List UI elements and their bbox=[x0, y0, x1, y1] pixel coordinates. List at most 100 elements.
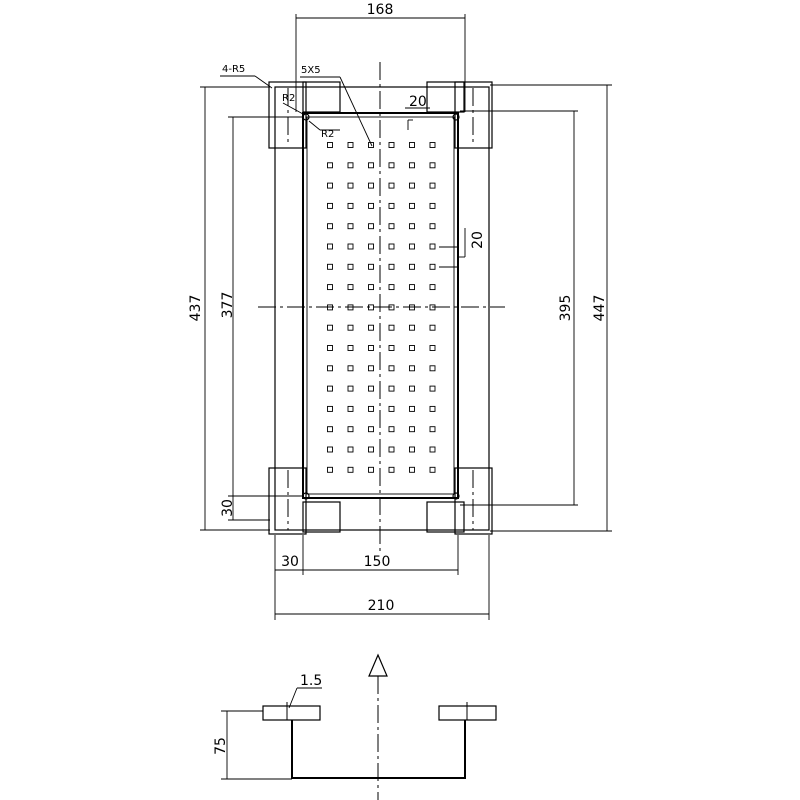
perforation-hole bbox=[327, 466, 333, 473]
perforation-hole bbox=[347, 182, 354, 189]
perforation-hole bbox=[368, 142, 374, 148]
perforation-hole bbox=[368, 324, 374, 331]
perforation-hole bbox=[388, 182, 395, 189]
dim-210-label: 210 bbox=[368, 598, 395, 614]
side-view: 1.5 75 bbox=[213, 653, 497, 800]
dim-5x5-label: 5X5 bbox=[301, 65, 321, 76]
perforation-hole bbox=[347, 345, 354, 351]
perforation-hole bbox=[409, 142, 415, 148]
perforation-hole bbox=[409, 243, 415, 250]
perforation-hole bbox=[409, 385, 415, 392]
perforation-hole bbox=[388, 365, 395, 372]
dim-377: 377 bbox=[220, 116, 302, 497]
dim-pitch-v-label: 20 bbox=[470, 231, 486, 249]
dim-r2-inner: R2 bbox=[308, 120, 340, 140]
perforation-hole bbox=[409, 426, 415, 433]
perforation-hole bbox=[409, 202, 415, 209]
dim-447: 447 bbox=[490, 84, 612, 532]
perforation-hole bbox=[327, 284, 333, 291]
perforation-hole bbox=[347, 223, 354, 230]
perforation-hole bbox=[429, 446, 436, 453]
perforation-hole bbox=[327, 446, 333, 453]
perforation-hole bbox=[368, 345, 374, 351]
corner-radius-br bbox=[452, 492, 460, 500]
tab-top-left-lug bbox=[302, 81, 341, 113]
perforation-hole bbox=[347, 142, 354, 148]
perforation-hole bbox=[409, 466, 415, 473]
perforation-hole bbox=[429, 162, 436, 169]
perforation-hole bbox=[409, 223, 415, 230]
tab-top-left-outer bbox=[268, 81, 307, 149]
perforation-hole bbox=[347, 365, 354, 372]
dim-30-150: 30 150 bbox=[274, 535, 459, 620]
dim-437-label: 437 bbox=[188, 295, 204, 322]
top-view: 168 4-R5 5X5 R2 R2 20 bbox=[188, 2, 612, 620]
perforation-hole bbox=[327, 142, 333, 148]
perforation-hole bbox=[388, 223, 395, 230]
perforation-hole bbox=[327, 182, 333, 189]
perforation-hole bbox=[368, 243, 374, 250]
perforation-hole bbox=[429, 426, 436, 433]
dim-395: 395 bbox=[460, 110, 578, 506]
perforation-hole bbox=[409, 345, 415, 351]
perforation-hole bbox=[388, 385, 395, 392]
perforation-hole bbox=[388, 263, 395, 270]
perforation-hole bbox=[368, 223, 374, 230]
tab-bottom-left-lug bbox=[302, 501, 341, 533]
perforation-hole bbox=[388, 466, 395, 473]
basket-body bbox=[291, 720, 466, 779]
perforation-hole bbox=[327, 345, 333, 351]
corner-tabs bbox=[268, 81, 493, 535]
perforation-hole bbox=[429, 223, 436, 230]
dim-395-label: 395 bbox=[558, 295, 574, 322]
outer-frame bbox=[274, 86, 490, 531]
perforation-hole bbox=[368, 466, 374, 473]
perforation-hole bbox=[388, 345, 395, 351]
dim-447-label: 447 bbox=[592, 295, 608, 322]
perforation-hole bbox=[388, 324, 395, 331]
perforation-hole bbox=[368, 162, 374, 169]
perforation-hole bbox=[388, 446, 395, 453]
tab-top-right-outer bbox=[454, 81, 493, 149]
perforation-hole bbox=[388, 243, 395, 250]
perforation-hole bbox=[388, 162, 395, 169]
perforation-hole bbox=[327, 162, 333, 169]
perforation-hole bbox=[429, 284, 436, 291]
perforation-hole bbox=[429, 466, 436, 473]
perforation-hole bbox=[388, 202, 395, 209]
tab-bottom-left-outer bbox=[268, 467, 307, 535]
tab-bottom-right-lug bbox=[426, 501, 465, 533]
perforation-hole bbox=[347, 385, 354, 392]
perforation-hole bbox=[327, 324, 333, 331]
dim-pitch-vertical: 20 bbox=[439, 228, 486, 268]
perforation-hole bbox=[368, 426, 374, 433]
corner-radius-bl bbox=[302, 492, 310, 500]
dim-pitch-h-label: 20 bbox=[409, 94, 427, 110]
perforation-hole bbox=[347, 162, 354, 169]
perforation-hole bbox=[429, 263, 436, 270]
hole-grid bbox=[327, 142, 436, 473]
perforation-hole bbox=[347, 243, 354, 250]
perforation-hole bbox=[327, 365, 333, 372]
perforation-hole bbox=[409, 405, 415, 412]
perforation-hole bbox=[327, 243, 333, 250]
perforation-hole bbox=[388, 405, 395, 412]
tab-top-right-lug bbox=[426, 81, 465, 113]
perforation-hole bbox=[347, 446, 354, 453]
dim-pitch-horizontal: 20 bbox=[405, 94, 430, 130]
dim-30-left-label: 30 bbox=[220, 499, 236, 517]
perforation-hole bbox=[327, 223, 333, 230]
perforation-hole bbox=[429, 142, 436, 148]
dim-r2-top-label: R2 bbox=[282, 93, 295, 104]
perforation-hole bbox=[368, 405, 374, 412]
perforation-hole bbox=[429, 365, 436, 372]
corner-radius-tl bbox=[302, 113, 310, 121]
perforation-hole bbox=[429, 182, 436, 189]
dim-168-label: 168 bbox=[367, 2, 394, 18]
perforation-hole bbox=[327, 426, 333, 433]
perforation-hole bbox=[429, 243, 436, 250]
perforation-hole bbox=[409, 324, 415, 331]
perforation-hole bbox=[347, 466, 354, 473]
perforation-hole bbox=[368, 263, 374, 270]
